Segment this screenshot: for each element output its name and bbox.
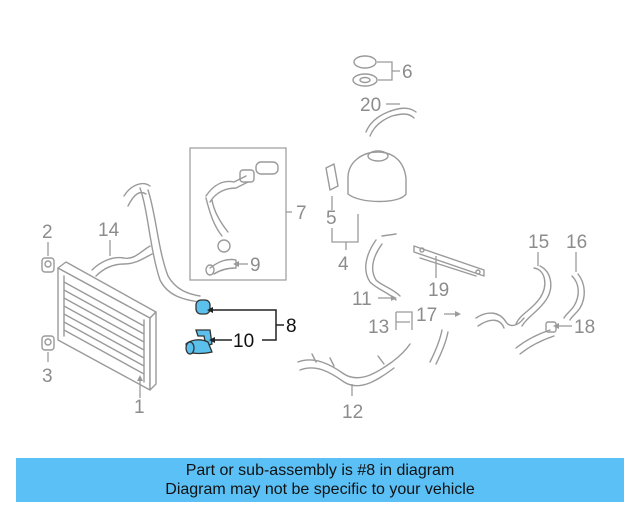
upper-hose-part	[123, 182, 201, 303]
upper-mount-part	[41, 257, 55, 273]
radiator-part	[57, 261, 157, 391]
callout-16: 16	[566, 232, 587, 253]
bracket-19-part	[413, 245, 485, 277]
callout-18: 18	[574, 317, 595, 338]
hose-16-part	[563, 273, 585, 321]
callout-7: 7	[296, 203, 307, 224]
callout-20: 20	[360, 95, 381, 116]
pipe-18-part	[515, 329, 555, 355]
tank-part	[325, 150, 407, 203]
callout-5: 5	[326, 208, 337, 229]
part-8-highlighted	[185, 299, 213, 355]
callout-12: 12	[342, 402, 363, 423]
hose-15-part	[515, 265, 552, 327]
callout-1: 1	[134, 397, 145, 418]
hose-13-part	[429, 329, 449, 365]
cap-6-parts	[352, 55, 378, 87]
kit-box	[189, 147, 287, 281]
callout-15: 15	[528, 232, 549, 253]
callout-8: 8	[286, 316, 297, 337]
callout-10: 10	[233, 331, 254, 352]
callout-6: 6	[402, 62, 413, 83]
kit-7-parts	[205, 161, 279, 276]
hose-14-part	[91, 245, 153, 277]
callout-17: 17	[416, 305, 437, 326]
callout-2: 2	[42, 222, 53, 243]
pipe-12-part	[297, 343, 411, 387]
hose-20-part	[365, 107, 417, 137]
callout-19: 19	[428, 280, 449, 301]
lower-mount-part	[41, 335, 55, 351]
callout-9: 9	[250, 255, 261, 276]
callout-4: 4	[338, 254, 349, 275]
callout-13: 13	[368, 317, 389, 338]
callout-11: 11	[352, 289, 372, 310]
callout-3: 3	[42, 366, 53, 387]
callout-14: 14	[98, 220, 120, 241]
info-banner: Part or sub-assembly is #8 in diagram Di…	[16, 458, 624, 502]
banner-line-2: Diagram may not be specific to your vehi…	[165, 481, 475, 498]
pipe-11-part	[365, 233, 401, 301]
banner-line-1: Part or sub-assembly is #8 in diagram	[185, 462, 455, 479]
hose-17-part	[475, 312, 525, 329]
